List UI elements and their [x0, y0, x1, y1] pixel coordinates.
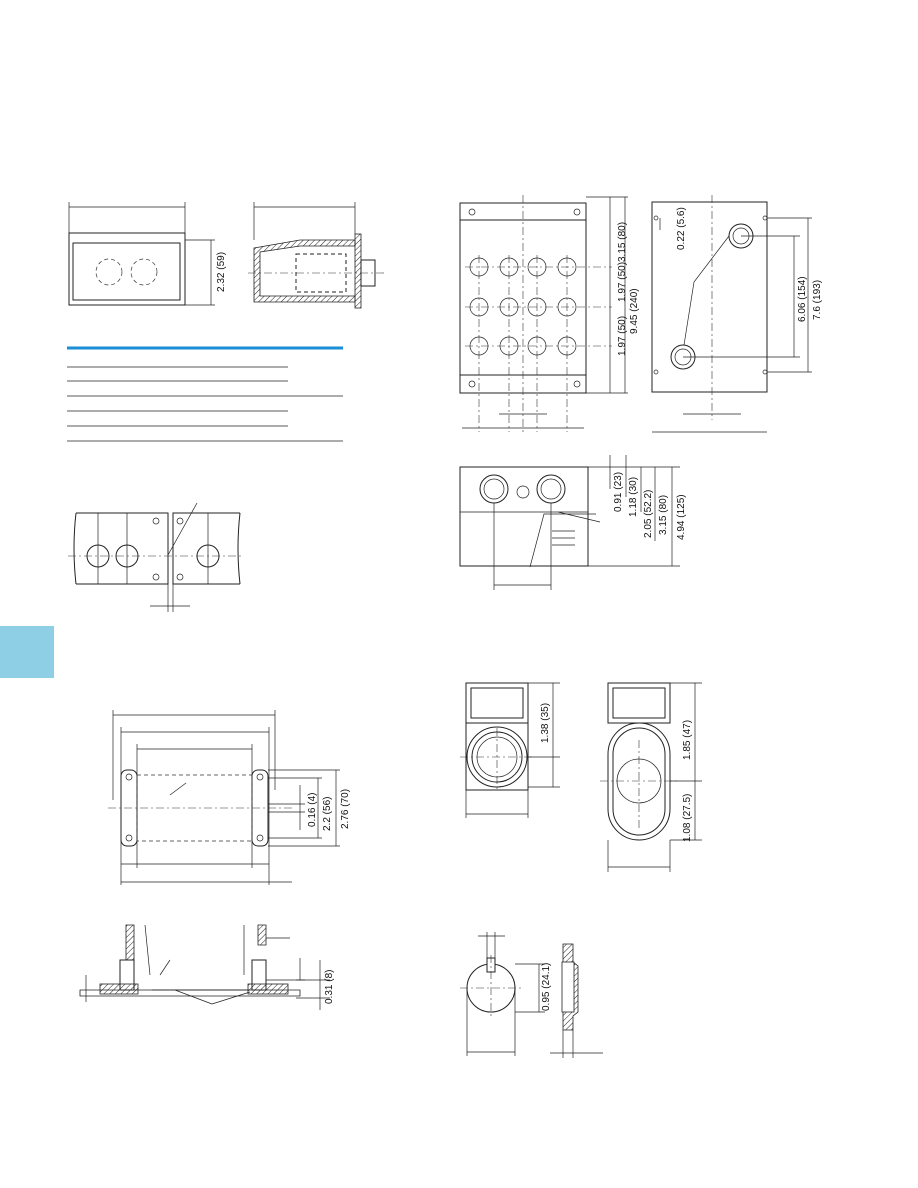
side-dim-30: 1.18 (30): [628, 477, 639, 517]
figure-bezel: 0.95 (24.1): [460, 932, 603, 1058]
side-dim-80: 3.15 (80): [658, 495, 669, 535]
figure-panel-cutout: 0.16 (4) 2.2 (56) 2.76 (70): [108, 710, 351, 885]
figure-legend-small: 1.38 (35): [460, 682, 560, 818]
figure-enclosure-side: 0.91 (23) 1.18 (30) 2.05 (52.2) 3.15 (80…: [459, 455, 687, 590]
side-dim-23: 0.91 (23): [613, 472, 624, 512]
front-dim-50b: 1.97 (50): [617, 316, 628, 356]
front-dim-80: 3.15 (80): [617, 222, 628, 262]
figure-legend-large: 1.85 (47) 1.08 (27.5): [600, 682, 702, 872]
bezel-dim: 0.95 (24.1): [541, 963, 552, 1011]
legend-large-dim-47: 1.85 (47): [682, 720, 693, 760]
figure-ganged-enclosures: [68, 502, 244, 612]
side-dim-52-2: 2.05 (52.2): [643, 490, 654, 538]
front-dim-50a: 1.97 (50): [617, 262, 628, 302]
cutout-dim-70: 2.76 (70): [340, 789, 351, 829]
legend-large-dim-27-5: 1.08 (27.5): [682, 794, 693, 842]
section-dim-8: 0.31 (8): [324, 970, 335, 1004]
rear-dim-5-6: 0.22 (5.6): [676, 207, 687, 250]
front-dim-240: 9.45 (240): [629, 288, 640, 334]
rear-dim-193: 7.6 (193): [812, 280, 823, 320]
rear-dim-154: 6.06 (154): [797, 276, 808, 322]
legend-small-dim: 1.38 (35): [540, 703, 551, 743]
cutout-dim-4: 0.16 (4): [307, 793, 318, 827]
figure-enclosure-12hole-front: 3.15 (80) 1.97 (50) 1.97 (50) 9.45 (240): [459, 195, 640, 432]
section-tab: [0, 626, 54, 678]
height-dim: 2.32 (59): [216, 252, 227, 292]
figure-enclosure-2hole-front: 2.32 (59): [68, 202, 227, 306]
figure-enclosure-2hole-section: [248, 202, 384, 309]
spec-table: [67, 346, 343, 442]
figure-enclosure-12hole-rear: 0.22 (5.6) 6.06 (154) 7.6 (193): [651, 195, 823, 433]
figure-panel-cutout-section: 0.31 (8): [79, 924, 335, 1010]
side-dim-125: 4.94 (125): [676, 494, 687, 540]
cutout-dim-56: 2.2 (56): [322, 797, 333, 831]
